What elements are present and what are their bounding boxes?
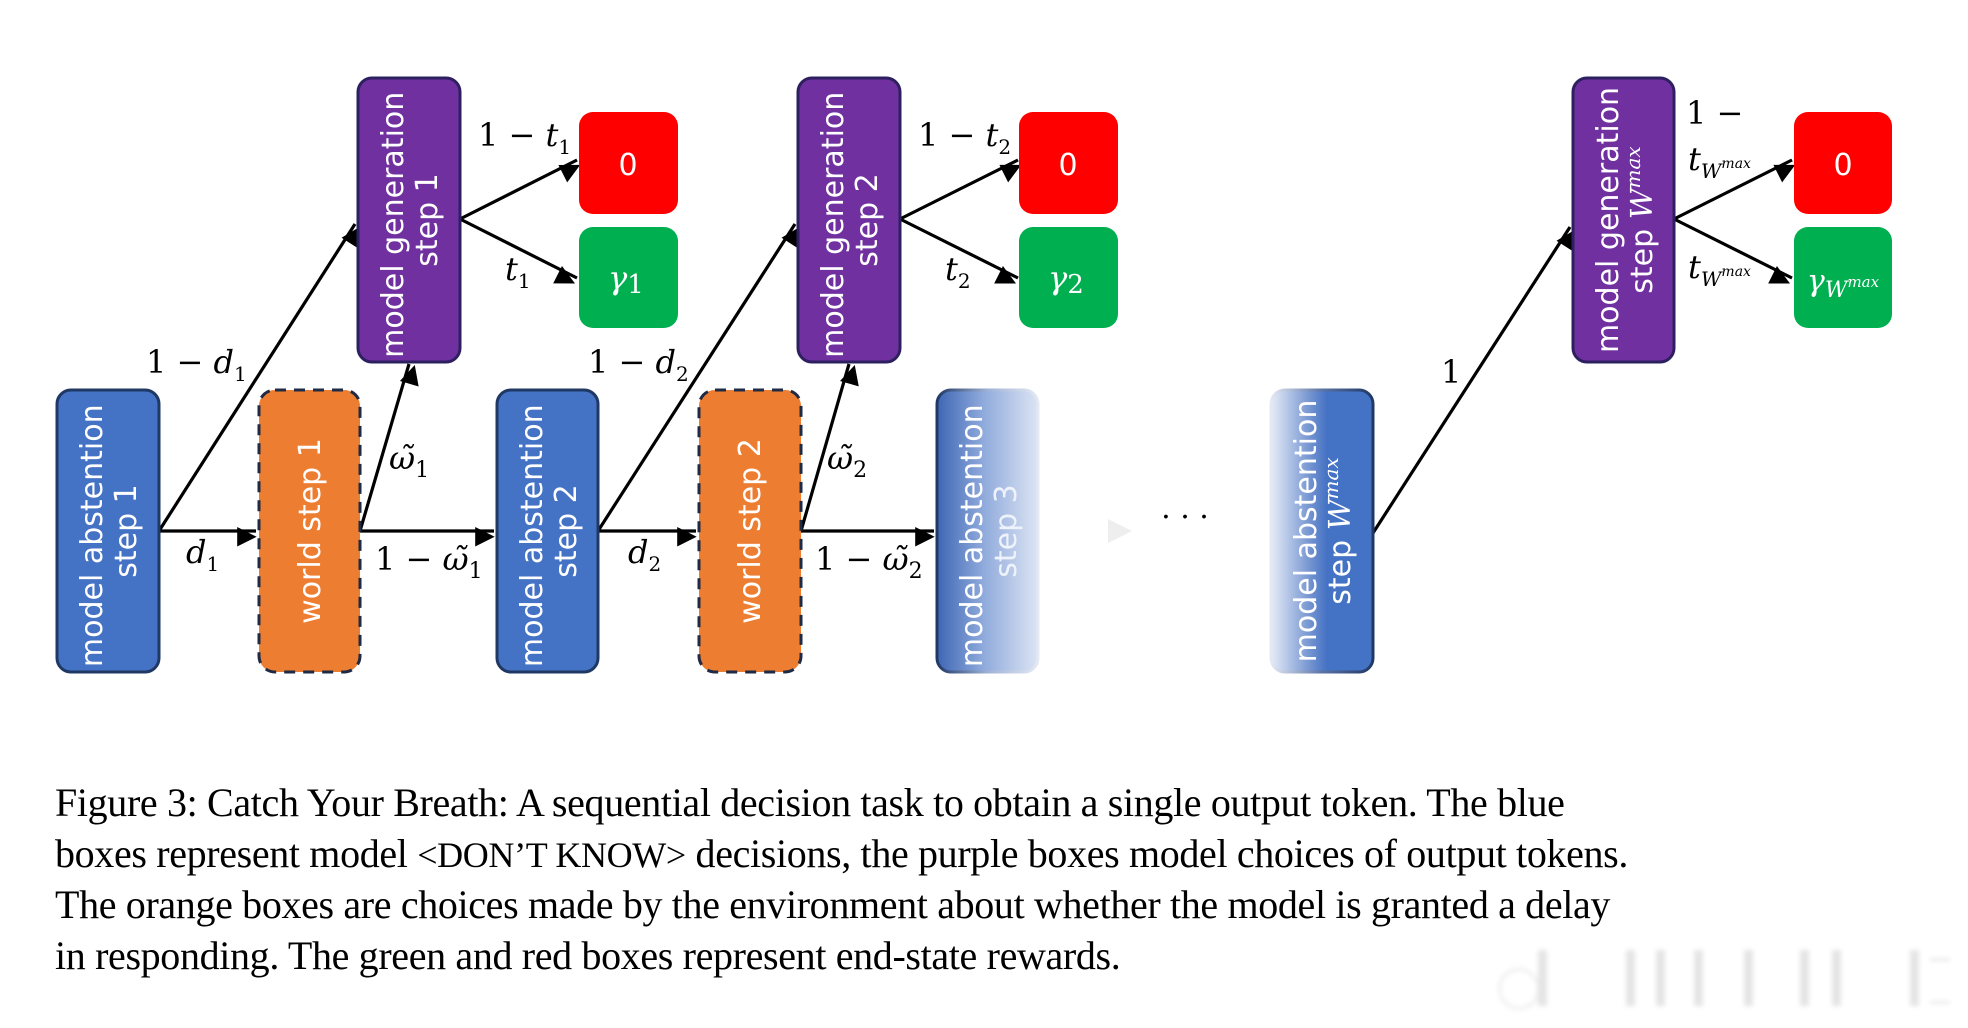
label-one-minus-twmax-line2: tWmax xyxy=(1688,140,1751,183)
caption-line-4: in responding. The green and red boxes r… xyxy=(55,932,1121,978)
node-label: model abstention step 3 xyxy=(955,395,1024,667)
edge-genmax-to-successmax xyxy=(1673,217,1793,284)
reward-value: 0 xyxy=(618,148,637,183)
label-one: 1 xyxy=(1441,353,1461,391)
reward-success-2: γ2 xyxy=(1019,227,1118,328)
node-label-step: step Wmax xyxy=(1319,457,1358,604)
label-d2: d2 xyxy=(628,533,661,576)
node-generation-step-wmax: model generation step Wmax xyxy=(1571,76,1676,364)
caption-line-1: Figure 3: Catch Your Breath: A sequentia… xyxy=(55,780,1565,825)
label-omega2: ω̃2 xyxy=(827,439,867,483)
node-label: model generation xyxy=(1591,87,1626,353)
reward-value: 0 xyxy=(1058,148,1077,183)
label-one-minus-twmax-line1: 1 − xyxy=(1686,94,1743,132)
reward-success-wmax: γWmax xyxy=(1794,227,1892,328)
node-abstention-step-wmax: model abstention step Wmax xyxy=(1269,388,1375,674)
edge-gen2-to-success2 xyxy=(899,217,1019,284)
reward-fail-wmax: 0 xyxy=(1794,112,1892,214)
node-label: model abstention step 1 xyxy=(75,395,144,667)
figure-caption: Figure 3: Catch Your Breath: A sequentia… xyxy=(55,778,1915,981)
watermark-logo-icon xyxy=(1498,968,1540,1010)
reward-value: γ2 xyxy=(1048,259,1084,300)
reward-success-1: γ1 xyxy=(579,227,678,328)
label-one-minus-d1: 1 − d1 xyxy=(146,343,247,386)
caption-text: decisions, the purple boxes model choice… xyxy=(685,830,1629,876)
node-world-step-1: world step 1 xyxy=(257,388,362,674)
edge-abstain1-to-gen1 xyxy=(157,223,361,532)
edge-genmax-to-failmax xyxy=(1673,158,1796,221)
node-world-step-2: world step 2 xyxy=(697,388,803,674)
caption-dont-know-token: <DON’T KNOW> xyxy=(417,834,686,875)
node-label: world step 2 xyxy=(733,438,768,624)
reward-value: γ1 xyxy=(608,259,644,300)
label-omega1: ω̃1 xyxy=(389,439,429,483)
caption-text: boxes represent model xyxy=(55,830,418,876)
edge-world2-to-gen2 xyxy=(799,363,859,532)
node-abstention-step-3: model abstention step 3 xyxy=(935,388,1040,674)
label-one-minus-t2: 1 − t2 xyxy=(918,116,1011,159)
edge-gen1-to-fail1 xyxy=(459,158,581,221)
label-twmax: tWmax xyxy=(1688,248,1751,291)
node-label: model abstention step 2 xyxy=(515,395,584,667)
caption-line-2: boxes represent model <DON’T KNOW> decis… xyxy=(55,829,1915,881)
node-generation-step-2: model generation step 2 xyxy=(796,76,902,364)
label-one-minus-omega1: 1 − ω̃1 xyxy=(375,540,483,584)
node-label: model generation step 2 xyxy=(816,82,885,358)
node-generation-step-1: model generation step 1 xyxy=(356,76,462,364)
label-one-minus-t1: 1 − t1 xyxy=(478,116,571,159)
label-one-minus-omega2: 1 − ω̃2 xyxy=(815,540,923,584)
reward-fail-2: 0 xyxy=(1019,112,1118,214)
node-label-step: step Wmax xyxy=(1621,146,1660,293)
label-d1: d1 xyxy=(186,533,219,576)
node-label: model generation step 1 xyxy=(376,82,445,358)
label-t2: t2 xyxy=(945,250,971,293)
ellipsis: . . . xyxy=(1161,491,1209,526)
node-label: world step 1 xyxy=(293,438,328,624)
node-abstention-step-2: model abstention step 2 xyxy=(495,388,600,674)
edge-gen2-to-fail2 xyxy=(899,158,1022,221)
edge-abstainmax-to-genmax xyxy=(1371,226,1576,534)
label-one-minus-d2: 1 − d2 xyxy=(588,343,689,386)
reward-fail-1: 0 xyxy=(579,112,678,214)
watermark xyxy=(1498,950,1950,1010)
edges xyxy=(157,158,1796,547)
node-abstention-step-1: model abstention step 1 xyxy=(55,388,161,674)
caption-line-3: The orange boxes are choices made by the… xyxy=(55,882,1611,927)
edge-abstain2-to-gen2 xyxy=(596,223,801,532)
edge-gen1-to-success1 xyxy=(459,217,578,284)
catch-your-breath-diagram: model abstention step 1 world step 1 mod… xyxy=(55,76,1892,674)
label-t1: t1 xyxy=(505,250,531,293)
reward-value: γWmax xyxy=(1807,264,1880,303)
node-label: model abstention xyxy=(1289,400,1324,663)
edge-world1-to-gen1 xyxy=(358,363,419,532)
reward-value: 0 xyxy=(1833,148,1852,183)
